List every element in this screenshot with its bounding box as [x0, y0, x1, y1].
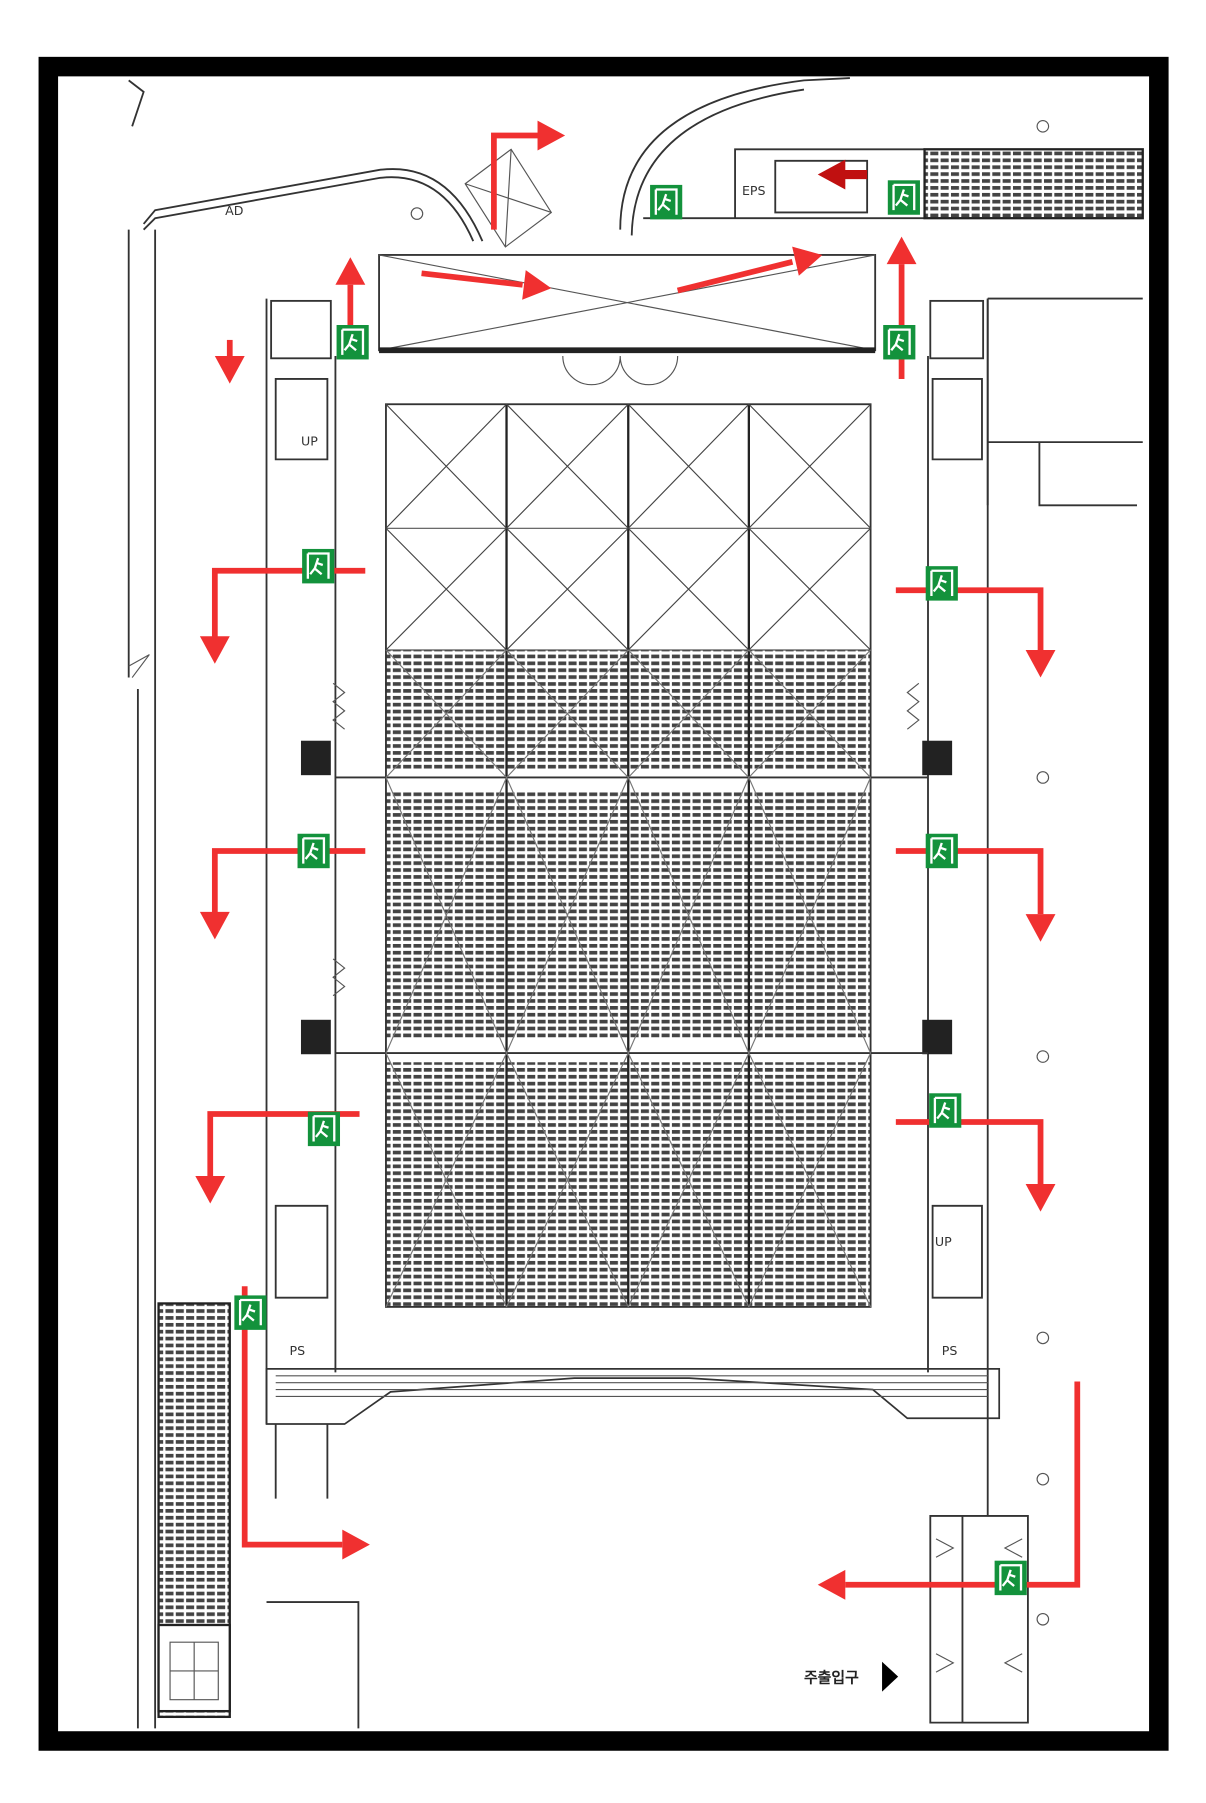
grid-cell-cross — [385, 527, 507, 651]
emergency-exit-sign-icon — [302, 548, 335, 584]
triangle-right-icon — [882, 1661, 899, 1692]
arrowhead — [817, 1569, 846, 1600]
grid-cell-cross — [627, 403, 750, 529]
evacuation-routes — [195, 120, 1081, 1600]
evacuation-route-arrow — [886, 236, 917, 379]
grid-cell-cross — [506, 649, 629, 778]
arrowhead — [886, 236, 917, 265]
grid-cell-cross — [385, 649, 507, 778]
evacuation-route-arrow — [676, 246, 823, 294]
emergency-exit-sign-icon — [336, 324, 369, 360]
evacuation-route-arrow — [491, 120, 566, 230]
arrowhead — [817, 159, 846, 190]
emergency-exit-sign-icon — [929, 1093, 962, 1128]
arrowhead — [792, 246, 823, 276]
arrowhead — [522, 270, 552, 300]
emergency-exit-sign-icon — [297, 833, 330, 869]
grid-cell-cross — [627, 527, 750, 651]
evacuation-route-arrow — [421, 270, 552, 300]
emergency-exit-sign-icon — [994, 1560, 1027, 1596]
arrowhead — [199, 636, 230, 664]
building-outline — [127, 77, 1144, 1729]
grid-cell-cross — [748, 1052, 872, 1308]
ps-label-right: PS — [942, 1343, 958, 1358]
arrowhead — [1025, 1184, 1056, 1212]
eps-label: EPS — [742, 183, 766, 198]
grid-cell-cross — [506, 1052, 629, 1308]
arrowhead — [199, 911, 230, 940]
grid-cell-cross — [627, 777, 750, 1054]
up-label-left: UP — [301, 434, 318, 449]
grid-cell-cross — [748, 777, 872, 1054]
exit-signs — [234, 180, 1027, 1596]
emergency-exit-sign-icon — [307, 1111, 341, 1147]
arrowhead — [1025, 914, 1056, 942]
grid-cell-cross — [385, 777, 508, 1054]
ps-label-left: PS — [289, 1343, 305, 1358]
evacuation-route-arrow — [817, 159, 868, 190]
emergency-exit-sign-icon — [650, 184, 683, 220]
emergency-exit-sign-icon — [925, 566, 958, 601]
arrowhead — [342, 1529, 370, 1560]
emergency-exit-sign-icon — [887, 180, 920, 215]
arrowhead — [195, 1175, 226, 1204]
grid-cell-cross — [385, 1052, 508, 1308]
emergency-exit-sign-icon — [234, 1295, 267, 1330]
arrowhead — [335, 257, 366, 285]
grid-cell-cross — [506, 527, 629, 651]
hall-floor-grid — [385, 403, 872, 1308]
arrowhead — [214, 356, 245, 384]
grid-cell-cross — [506, 777, 629, 1054]
evacuation-route-arrow — [241, 1286, 370, 1560]
main-entrance-label: 주출입구 — [804, 1668, 859, 1686]
grid-cell-cross — [748, 649, 871, 778]
grid-cell-cross — [385, 403, 507, 529]
evacuation-route-arrow — [817, 1381, 1081, 1600]
arrowhead — [1025, 649, 1056, 678]
grid-cell-cross — [748, 403, 871, 529]
emergency-exit-sign-icon — [883, 324, 916, 360]
grid-cell-cross — [748, 527, 871, 651]
grid-cell-cross — [627, 1052, 750, 1308]
grid-cell-cross — [506, 403, 629, 529]
grid-cell-cross — [627, 649, 750, 778]
arrowhead — [537, 120, 566, 151]
up-label-right: UP — [935, 1234, 952, 1249]
ad-label: AD — [225, 203, 243, 218]
emergency-exit-sign-icon — [925, 833, 958, 869]
evacuation-route-arrow — [214, 339, 245, 384]
